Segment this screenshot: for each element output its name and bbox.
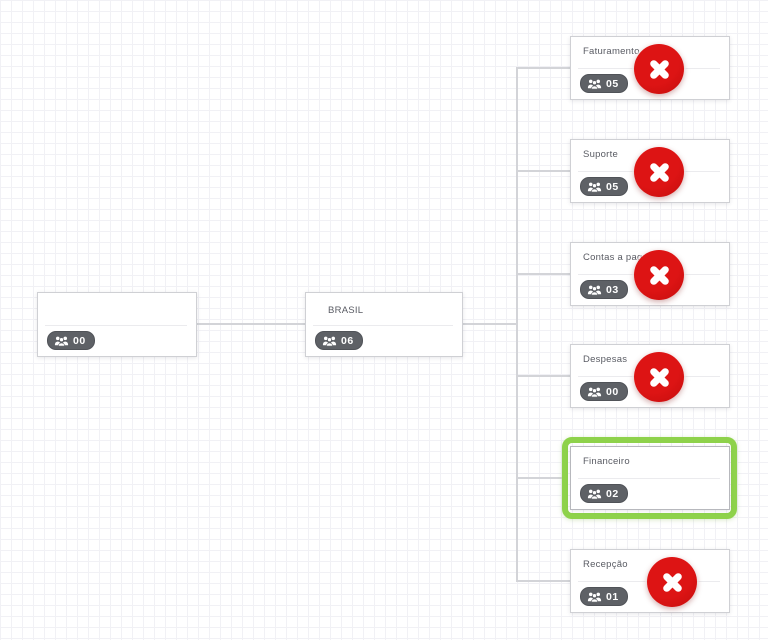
node-title: BRASIL <box>328 305 364 316</box>
node-title: Financeiro <box>583 456 630 467</box>
connector-branch-financeiro <box>517 477 562 479</box>
node-title: Despesas <box>583 354 628 365</box>
member-count: 01 <box>606 590 619 603</box>
org-node-despesas[interactable]: Despesas 00 <box>570 344 730 408</box>
delete-node-button[interactable] <box>634 147 684 197</box>
member-count-badge: 00 <box>47 331 95 350</box>
org-node-financeiro[interactable]: Financeiro 02 <box>570 446 730 510</box>
org-node-faturamento[interactable]: Faturamento 05 <box>570 36 730 100</box>
delete-node-button[interactable] <box>634 352 684 402</box>
member-count: 06 <box>341 334 354 347</box>
connector-branch-contas-a-pagar <box>517 273 570 275</box>
member-count: 03 <box>606 283 619 296</box>
member-count-badge: 05 <box>580 74 628 93</box>
x-icon <box>644 362 675 393</box>
org-node-recepcao[interactable]: Recepção 01 <box>570 549 730 613</box>
node-title: Faturamento <box>583 46 640 57</box>
member-count: 05 <box>606 180 619 193</box>
users-icon <box>587 591 602 602</box>
org-node-brasil[interactable]: BRASIL 06 <box>305 292 463 357</box>
member-count-badge: 03 <box>580 280 628 299</box>
member-count-badge: 06 <box>315 331 363 350</box>
divider <box>578 478 720 479</box>
member-count-badge: 00 <box>580 382 628 401</box>
connector-branch-faturamento <box>517 67 570 69</box>
delete-node-button[interactable] <box>634 44 684 94</box>
divider <box>313 325 453 326</box>
member-count: 00 <box>73 334 86 347</box>
member-count: 05 <box>606 77 619 90</box>
member-count: 00 <box>606 385 619 398</box>
divider <box>45 325 187 326</box>
node-title: Suporte <box>583 149 619 160</box>
org-node-contas-a-pagar[interactable]: Contas a pagar 03 <box>570 242 730 306</box>
x-icon <box>644 157 675 188</box>
org-node-root[interactable]: 00 <box>37 292 197 357</box>
x-icon <box>644 260 675 291</box>
selection-highlight-ring <box>562 437 737 519</box>
users-icon <box>587 386 602 397</box>
users-icon <box>587 284 602 295</box>
x-icon <box>644 54 675 85</box>
delete-node-button[interactable] <box>634 250 684 300</box>
member-count: 02 <box>606 487 619 500</box>
org-node-suporte[interactable]: Suporte 05 <box>570 139 730 203</box>
member-count-badge: 02 <box>580 484 628 503</box>
connector-branch-despesas <box>517 375 570 377</box>
connector-root-to-brasil <box>197 323 305 325</box>
connector-trunk <box>516 67 518 582</box>
users-icon <box>322 335 337 346</box>
users-icon <box>587 181 602 192</box>
node-title: Contas a pagar <box>583 252 652 263</box>
member-count-badge: 05 <box>580 177 628 196</box>
users-icon <box>587 488 602 499</box>
node-title: Recepção <box>583 559 628 570</box>
connector-branch-suporte <box>517 170 570 172</box>
connector-brasil-to-trunk <box>463 323 517 325</box>
users-icon <box>587 78 602 89</box>
x-icon <box>657 567 688 598</box>
member-count-badge: 01 <box>580 587 628 606</box>
connector-branch-recepcao <box>517 580 570 582</box>
users-icon <box>54 335 69 346</box>
delete-node-button[interactable] <box>647 557 697 607</box>
